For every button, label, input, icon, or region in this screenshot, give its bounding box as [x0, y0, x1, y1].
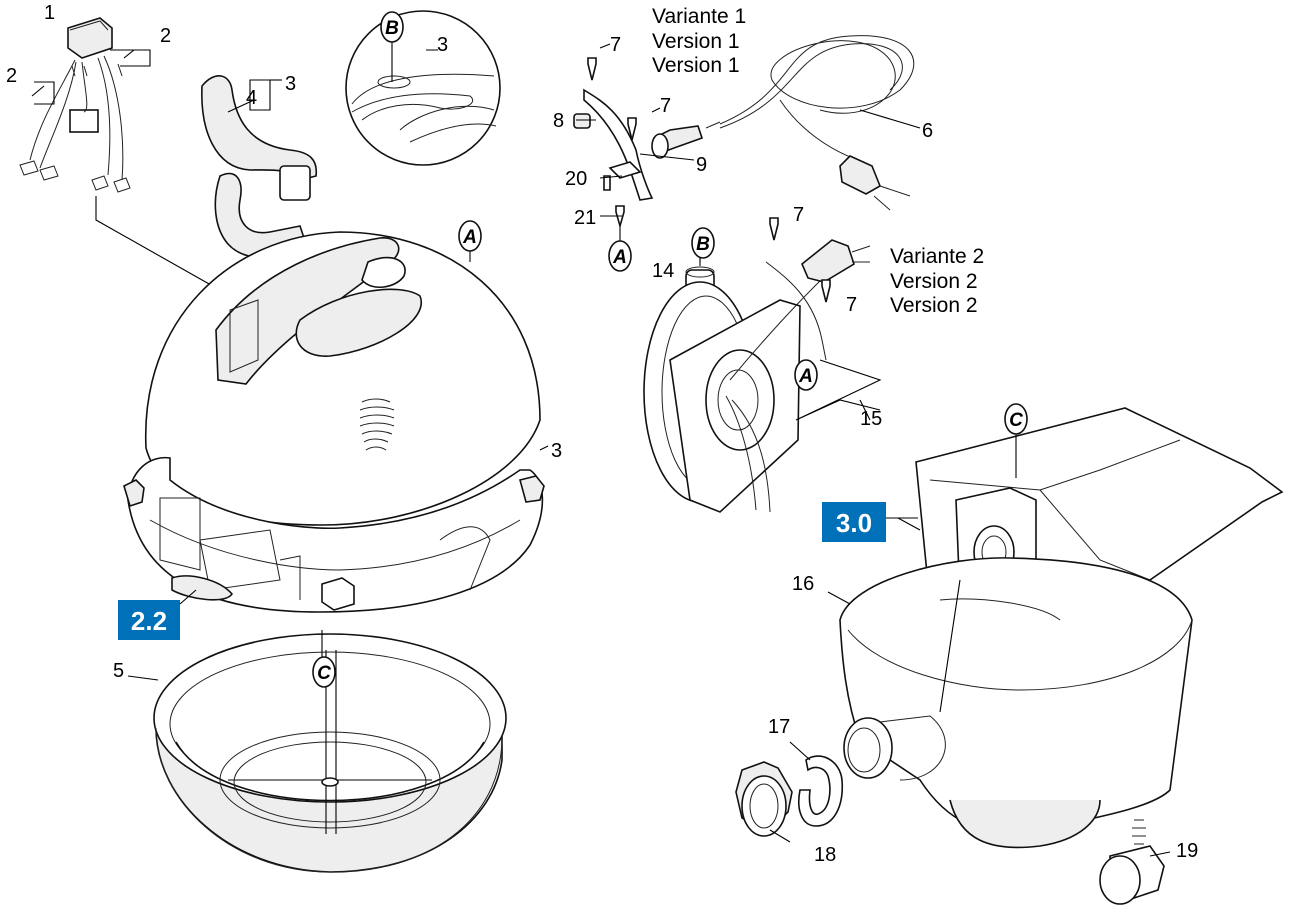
variant2-line-3: Version 2: [890, 294, 978, 317]
part-label-3: 3: [285, 73, 296, 95]
hose-clamps: [735, 755, 844, 837]
variant1-line-3: Version 1: [652, 54, 740, 77]
box-label-2-2: 2.2: [131, 606, 167, 636]
part-label-9: 9: [696, 154, 707, 176]
ref-marker-b: B: [696, 234, 710, 255]
part-label-14: 14: [652, 260, 674, 282]
part-label-7: 7: [846, 294, 857, 316]
variant2-text: Variante 2 Version 2 Version 2: [890, 245, 984, 317]
variant1-line-2: Version 1: [652, 30, 740, 53]
detail-magnifier: [345, 10, 501, 166]
ref-marker-a: A: [462, 227, 477, 248]
container-tank: [839, 557, 1193, 849]
ref-marker-a: A: [612, 247, 627, 268]
part-label-8: 8: [553, 110, 564, 132]
handle-part: [201, 75, 318, 260]
part-label-15: 15: [860, 408, 882, 430]
caster-wheel: [1099, 819, 1165, 905]
part-label-7: 7: [610, 34, 621, 56]
part-label-3: 3: [551, 440, 562, 462]
part-label-1: 1: [44, 2, 55, 24]
part-label-2: 2: [6, 65, 17, 87]
switch-assembly: [19, 17, 249, 360]
part-label-20: 20: [565, 168, 587, 190]
assembly-box-3-0: 3.0: [822, 502, 918, 542]
part-label-6: 6: [922, 120, 933, 142]
part-label-18: 18: [814, 844, 836, 866]
part-label-7: 7: [660, 95, 671, 117]
part-label-2: 2: [160, 25, 171, 47]
variant1-text: Variante 1 Version 1 Version 1: [652, 5, 746, 77]
ref-marker-b: B: [385, 18, 399, 39]
ref-marker-a: A: [798, 366, 813, 387]
part-label-4: 4: [246, 87, 257, 109]
variant1-line-1: Variante 1: [652, 5, 746, 28]
part-labels: 1 2 2 3 3 3 4 5 6 7 7 7 7 8 9 14 15 16 1…: [6, 2, 1198, 866]
part-label-3: 3: [437, 34, 448, 56]
dome-cover: [123, 231, 549, 613]
part-label-19: 19: [1176, 840, 1198, 862]
assembly-box-2-2: 2.2: [118, 589, 197, 640]
variant2-line-1: Variante 2: [890, 245, 984, 268]
reference-markers: A A A B B C C: [312, 11, 1028, 688]
cable-reel: [643, 217, 882, 513]
ref-marker-c: C: [317, 663, 331, 684]
variant2-line-2: Version 2: [890, 270, 978, 293]
variant1-parts: [573, 35, 921, 229]
part-label-21: 21: [574, 207, 596, 229]
part-label-7: 7: [793, 204, 804, 226]
part-label-17: 17: [768, 716, 790, 738]
ref-marker-c: C: [1009, 410, 1023, 431]
part-label-16: 16: [792, 573, 814, 595]
box-label-3-0: 3.0: [836, 508, 872, 538]
filter-basket: [127, 633, 507, 873]
part-label-5: 5: [113, 660, 124, 682]
